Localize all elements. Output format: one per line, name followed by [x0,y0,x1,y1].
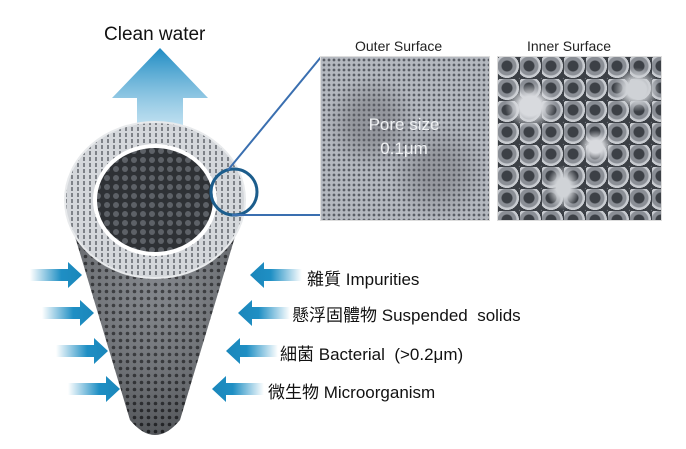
pore-size-label: Pore size [368,115,440,134]
label-impurities: 雜質 Impurities [307,265,419,290]
outer-surface-label: Outer Surface [355,38,443,54]
label-suspended-solids: 懸浮固體物 Suspended solids [292,301,521,326]
label-zh: 細菌 [280,345,314,364]
clean-water-up-arrow-icon [112,48,208,158]
inward-arrow-left-1-icon [30,262,82,288]
label-en: Impurities [345,270,420,289]
label-bacterial: 細菌 Bacterial (>0.2μm) [280,340,463,365]
inward-arrow-left-2-icon [42,300,94,326]
clean-water-label: Clean water [104,24,206,45]
label-zh: 微生物 [268,383,319,402]
label-en: Microorganism [323,383,436,402]
pore-size-overlay: Pore size 0.1μm [320,113,488,161]
inward-arrow-right-2-icon [238,300,290,326]
label-zh: 雜質 [307,270,341,289]
inner-surface-label: Inner Surface [527,38,612,54]
label-en: Suspended solids [381,306,521,325]
inner-surface-micrograph [497,56,662,221]
inward-arrow-right-1-icon [250,262,302,288]
inward-arrow-right-3-icon [226,338,278,364]
label-microorganism: 微生物 Microorganism [268,378,435,403]
outer-surface-micrograph [320,56,490,221]
membrane-tube-illustration [64,121,246,435]
inward-arrow-left-3-icon [56,338,108,364]
inward-arrow-left-4-icon [68,376,120,402]
pore-size-value: 0.1μm [380,139,428,158]
label-en: Bacterial (>0.2μm) [318,345,464,364]
label-zh: 懸浮固體物 [292,306,377,325]
inward-arrow-right-4-icon [212,376,264,402]
